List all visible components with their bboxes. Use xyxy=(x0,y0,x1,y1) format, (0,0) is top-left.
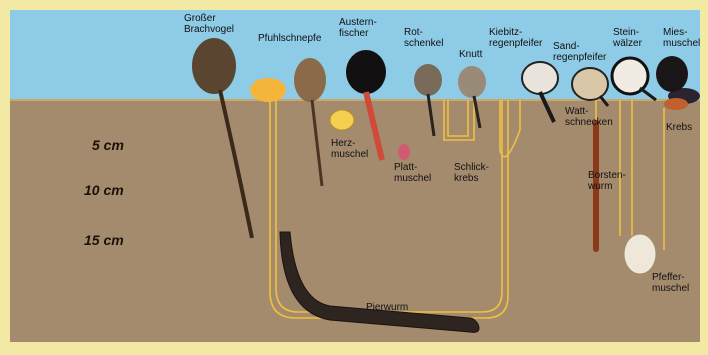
label-plattmuschel: Platt- muschel xyxy=(394,162,431,184)
label-wattschnecken: Watt- schnecken xyxy=(565,106,613,128)
label-miesmuschel: Mies- muschel xyxy=(663,27,700,49)
pfuhlschnepfe-head xyxy=(294,58,326,102)
plattmuschel xyxy=(398,144,410,160)
sandregenpfeifer-head xyxy=(572,68,608,100)
brachvogel-head xyxy=(192,38,236,94)
yellow-shellfish xyxy=(250,78,286,102)
herzmuschel xyxy=(330,110,354,130)
label-pfeffermuschel: Pfeffer- muschel xyxy=(652,272,689,294)
knutt-head xyxy=(458,66,486,98)
label-sandregenpfeifer: Sand- regenpfeifer xyxy=(553,41,606,63)
label-grosser-brachvogel: Großer Brachvogel xyxy=(184,13,234,35)
label-knutt: Knutt xyxy=(459,49,482,60)
label-kiebitzregenpfeifer: Kiebitz- regenpfeifer xyxy=(489,27,542,49)
miesmuschel-shell-head xyxy=(656,56,688,92)
label-steinwaelzer: Stein- wälzer xyxy=(613,27,642,49)
krebs xyxy=(664,98,688,110)
kiebitz-head xyxy=(522,62,558,94)
label-schlickkrebs: Schlick- krebs xyxy=(454,162,489,184)
depth-10cm: 10 cm xyxy=(84,182,124,198)
depth-5cm: 5 cm xyxy=(92,137,124,153)
austernfischer-head xyxy=(346,50,386,94)
rotschenkel-head xyxy=(414,64,442,96)
label-pfuhlschnepfe: Pfuhlschnepfe xyxy=(258,33,321,44)
label-rotschenkel: Rot- schenkel xyxy=(404,27,443,49)
label-austernfischer: Austern- fischer xyxy=(339,17,377,39)
pfeffermuschel xyxy=(624,234,656,274)
label-pierwurm: Pierwurm xyxy=(366,302,408,313)
label-krebs: Krebs xyxy=(666,122,692,133)
label-herzmuschel: Herz- muschel xyxy=(331,138,368,160)
label-borstenwurm: Borsten- wurm xyxy=(588,170,626,192)
depth-15cm: 15 cm xyxy=(84,232,124,248)
